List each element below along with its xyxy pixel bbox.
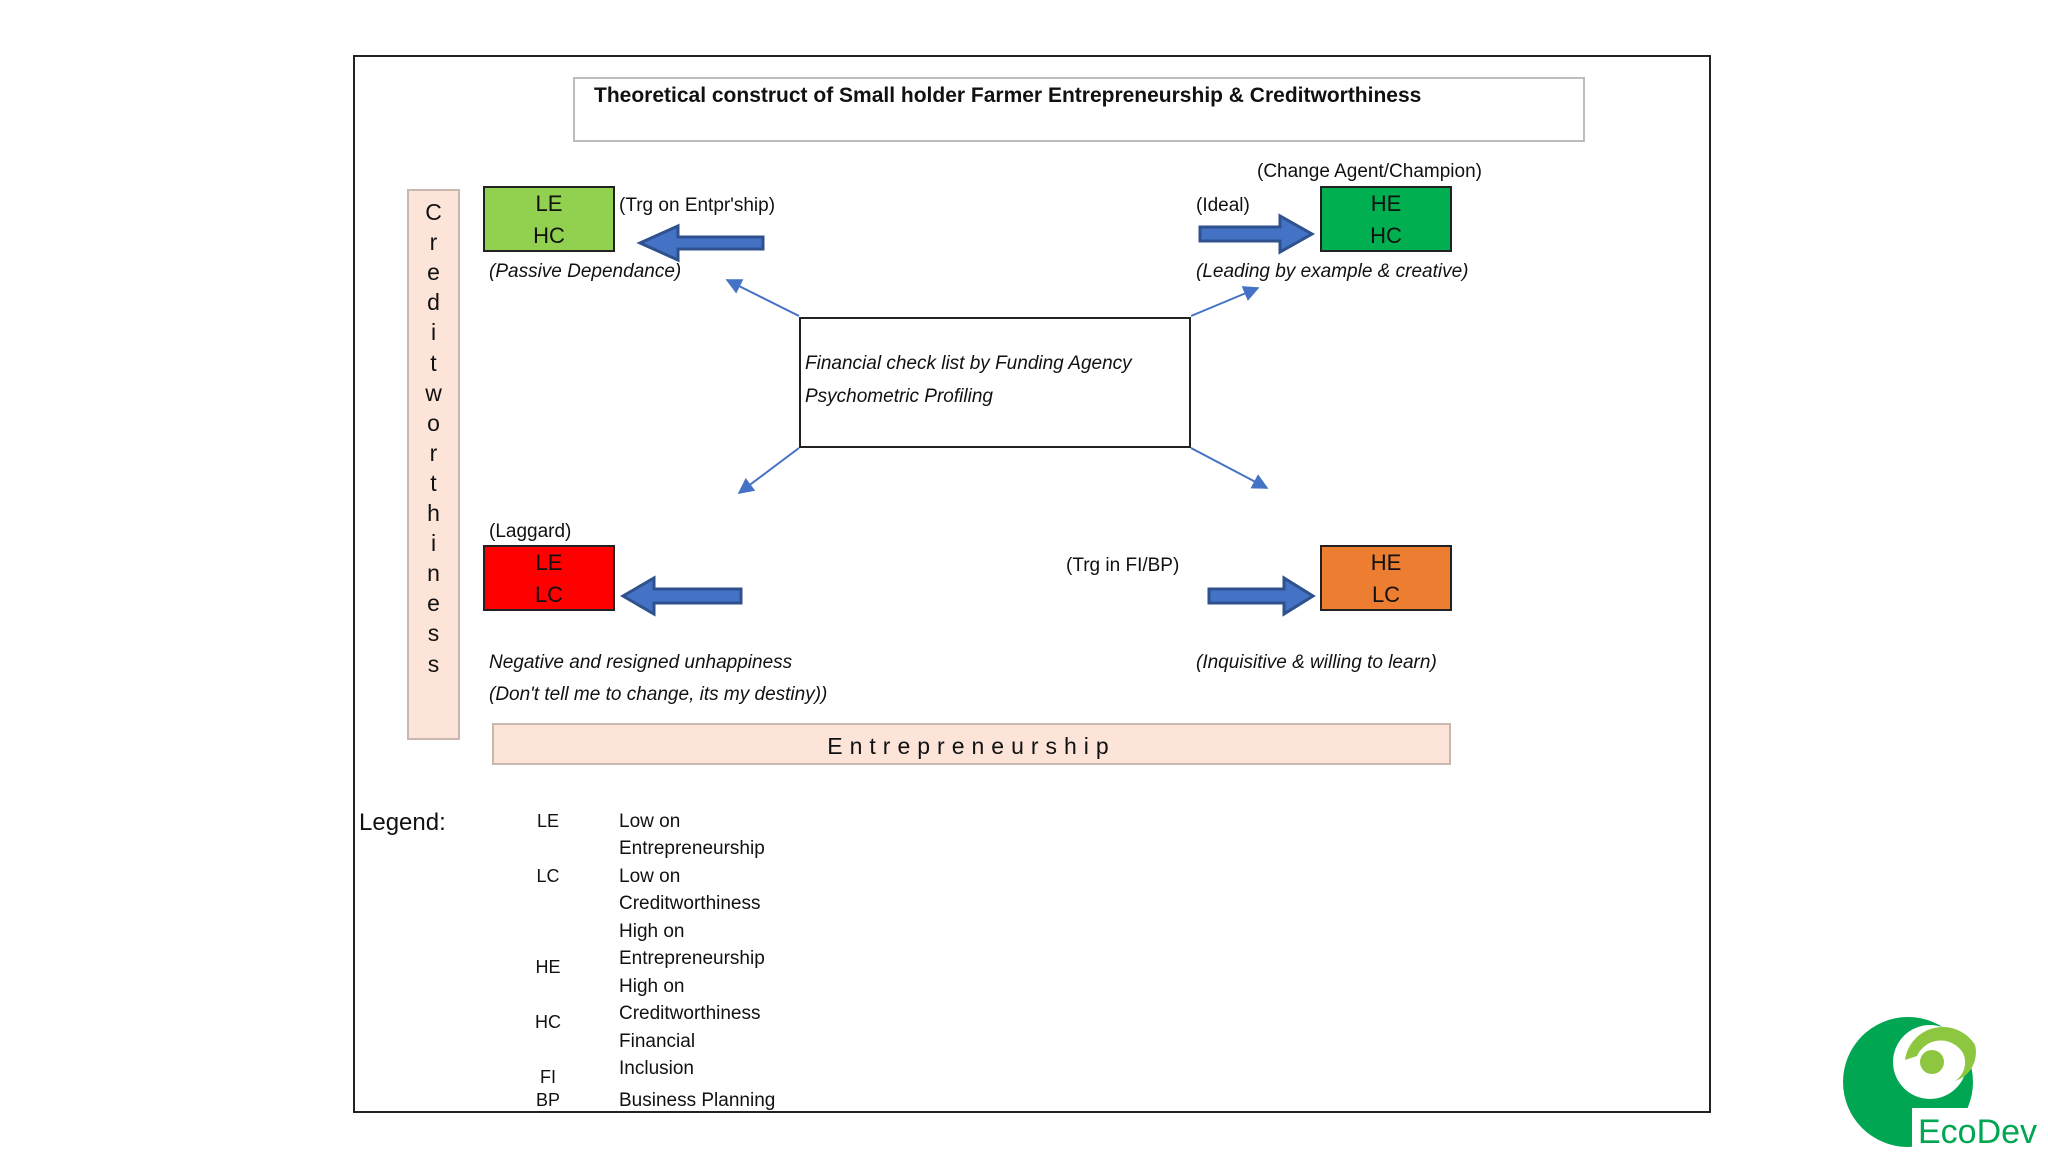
block-arrow-right-bottom [1207, 575, 1316, 617]
legend-abbr: FI [540, 1067, 556, 1087]
legend-desc: High on Creditworthiness [619, 973, 839, 1027]
quadrant-le-hc-line2: HC [533, 223, 565, 248]
creditworthiness-axis-letter: e [427, 590, 440, 617]
creditworthiness-axis-letter: n [427, 560, 440, 587]
creditworthiness-axis-letter: t [430, 349, 437, 376]
legend-abbr: LE [536, 811, 560, 831]
legend-desc-line1: Business Planning [619, 1090, 776, 1111]
legend-desc-line2: Inclusion [619, 1058, 694, 1079]
quadrant-le-hc: LE HC [483, 186, 615, 252]
entrepreneurship-axis-label: Entrepreneurship [827, 733, 1116, 759]
creditworthiness-axis-letter: s [427, 620, 440, 647]
legend-desc: Low on Entrepreneurship [619, 808, 839, 862]
ecodev-logo-text: EcoDev [1918, 1113, 2037, 1151]
entrepreneurship-axis-bar: Entrepreneurship [492, 723, 1451, 765]
caption-negative-unhappiness: Negative and resigned unhappiness [489, 652, 793, 673]
label-ideal: (Ideal) [1196, 195, 1250, 216]
label-change-agent: (Change Agent/Champion) [1257, 161, 1482, 182]
legend-desc-line1: Financial [619, 1031, 696, 1052]
quadrant-he-lc-line1: HE [1370, 550, 1402, 575]
legend-desc-line2: Creditworthiness [619, 1003, 761, 1024]
legend-desc: Business Planning [619, 1087, 839, 1114]
legend-title: Legend: [359, 809, 446, 836]
center-line-1: Financial check list by Funding Agency [805, 353, 1132, 374]
caption-dont-tell-me: (Don't tell me to change, its my destiny… [489, 684, 828, 705]
connector-arrow-top-right [1190, 286, 1260, 317]
legend-desc-line1: Low on [619, 866, 681, 887]
creditworthiness-axis-letter: r [429, 439, 438, 466]
legend-desc-line1: Low on [619, 811, 681, 832]
label-trg-fi-bp: (Trg in FI/BP) [1066, 555, 1180, 576]
legend-desc-line2: Entrepreneurship [619, 948, 765, 969]
block-arrow-right-top [1198, 213, 1316, 255]
quadrant-he-hc: HE HC [1320, 186, 1452, 252]
creditworthiness-axis-letter: t [430, 469, 437, 496]
legend-desc: Low on Creditworthiness [619, 863, 839, 917]
center-line-2: Psychometric Profiling [805, 386, 993, 407]
legend-desc-line1: High on [619, 976, 685, 997]
quadrant-le-lc: LE LC [483, 545, 615, 611]
diagram-title: Theoretical construct of Small holder Fa… [594, 84, 1422, 107]
caption-leading-by-example: (Leading by example & creative) [1196, 261, 1469, 282]
quadrant-he-lc-line2: LC [1371, 582, 1401, 607]
legend-desc-line2: Creditworthiness [619, 893, 761, 914]
legend-desc: High on Entrepreneurship [619, 918, 839, 972]
connector-arrow-bottom-left [737, 447, 800, 494]
creditworthiness-axis-letter: i [430, 530, 437, 557]
quadrant-he-hc-line1: HE [1370, 191, 1402, 216]
quadrant-he-lc: HE LC [1320, 545, 1452, 611]
quadrant-le-lc-line2: LC [534, 582, 564, 607]
connector-arrow-top-left [725, 279, 800, 317]
quadrant-le-hc-line1: LE [535, 191, 563, 216]
creditworthiness-axis-letter: o [427, 409, 440, 436]
creditworthiness-axis-letter: e [427, 259, 440, 286]
legend-desc-line2: Entrepreneurship [619, 838, 765, 859]
label-trg-entprship: (Trg on Entpr'ship) [619, 195, 776, 216]
legend-abbr: LC [536, 866, 560, 886]
creditworthiness-axis-letter: C [425, 199, 442, 225]
block-arrow-left-bottom [620, 575, 743, 617]
creditworthiness-axis-letter: h [427, 500, 440, 526]
creditworthiness-axis-letter: i [430, 319, 437, 346]
ecodev-logo-mark [1843, 1017, 2048, 1152]
legend-abbr: BP [535, 1090, 560, 1110]
quadrant-he-hc-line2: HC [1370, 223, 1402, 248]
caption-inquisitive: (Inquisitive & willing to learn) [1196, 652, 1437, 673]
legend-abbr: HE [535, 957, 561, 977]
quadrant-le-lc-line1: LE [535, 550, 563, 575]
connector-arrow-bottom-right [1190, 447, 1269, 489]
creditworthiness-axis-letter: w [425, 379, 442, 406]
creditworthiness-axis-letter: d [427, 289, 440, 316]
caption-passive-dependance: (Passive Dependance) [489, 261, 682, 282]
legend-abbr: HC [535, 1012, 561, 1032]
creditworthiness-axis-letter: r [429, 229, 438, 256]
block-arrow-left-top [636, 223, 765, 263]
creditworthiness-axis-letter: s [427, 650, 440, 677]
diagram-frame [353, 55, 1711, 1113]
center-box [799, 317, 1191, 448]
label-laggard: (Laggard) [489, 521, 572, 542]
title-box [573, 77, 1585, 142]
legend-desc-line1: High on [619, 921, 685, 942]
